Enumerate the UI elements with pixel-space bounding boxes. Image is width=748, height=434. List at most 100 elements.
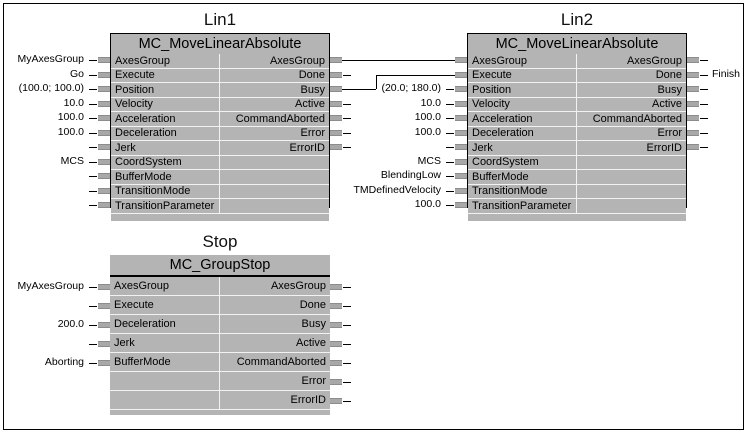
- input-connector-execute[interactable]: [455, 71, 467, 78]
- input-pin-axesgroup[interactable]: AxesGroup: [111, 54, 220, 69]
- input-connector-jerk[interactable]: [455, 144, 467, 150]
- input-pin-axesgroup[interactable]: AxesGroup: [110, 277, 220, 296]
- input-connector-axesgroup[interactable]: [98, 57, 110, 63]
- input-pin-deceleration[interactable]: Deceleration: [468, 126, 577, 141]
- output-pin-active[interactable]: Active: [220, 97, 329, 112]
- input-connector-coordsystem[interactable]: [455, 158, 467, 165]
- input-connector-jerk[interactable]: [98, 341, 110, 347]
- output-pin-done[interactable]: Done: [220, 296, 330, 315]
- output-pin-empty: [220, 184, 329, 199]
- input-connector-buffermode[interactable]: [98, 173, 110, 179]
- input-pin-position[interactable]: Position: [111, 83, 220, 98]
- output-pin-commandaborted[interactable]: CommandAborted: [220, 112, 329, 127]
- input-connector-transitionparameter[interactable]: [455, 202, 467, 208]
- output-connector-errorid[interactable]: [330, 144, 342, 150]
- output-pin-errorid[interactable]: ErrorID: [220, 141, 329, 156]
- input-connector-buffermode[interactable]: [98, 360, 110, 366]
- output-pin-axesgroup[interactable]: AxesGroup: [577, 54, 686, 69]
- output-connector-axesgroup[interactable]: [687, 57, 699, 63]
- input-pin-coordsystem[interactable]: CoordSystem: [468, 155, 577, 170]
- input-pin-jerk[interactable]: Jerk: [111, 141, 220, 156]
- input-pin-velocity[interactable]: Velocity: [468, 97, 577, 112]
- output-connector-axesgroup[interactable]: [330, 57, 342, 63]
- output-pin-active[interactable]: Active: [577, 97, 686, 112]
- input-pin-buffermode[interactable]: BufferMode: [110, 353, 220, 372]
- input-pin-jerk[interactable]: Jerk: [468, 141, 577, 156]
- output-pin-errorid[interactable]: ErrorID: [220, 391, 330, 410]
- output-connector-busy[interactable]: [330, 86, 342, 92]
- output-pin-busy[interactable]: Busy: [220, 315, 330, 334]
- output-connector-error[interactable]: [330, 129, 342, 136]
- output-connector-commandaborted[interactable]: [687, 115, 699, 121]
- output-connector-commandaborted[interactable]: [330, 360, 342, 366]
- output-connector-busy[interactable]: [687, 86, 699, 92]
- input-pin-execute[interactable]: Execute: [111, 68, 220, 83]
- input-pin-deceleration[interactable]: Deceleration: [110, 315, 220, 334]
- output-pin-commandaborted[interactable]: CommandAborted: [220, 353, 330, 372]
- input-pin-execute[interactable]: Execute: [110, 296, 220, 315]
- input-pin-buffermode[interactable]: BufferMode: [468, 170, 577, 185]
- input-connector-transitionparameter[interactable]: [98, 202, 110, 208]
- input-pin-position[interactable]: Position: [468, 83, 577, 98]
- input-pin-buffermode[interactable]: BufferMode: [111, 170, 220, 185]
- input-pin-jerk[interactable]: Jerk: [110, 334, 220, 353]
- output-connector-active[interactable]: [330, 100, 342, 107]
- input-pin-execute[interactable]: Execute: [468, 68, 577, 83]
- output-pin-axesgroup[interactable]: AxesGroup: [220, 277, 330, 296]
- input-pin-transitionmode[interactable]: TransitionMode: [468, 184, 577, 199]
- output-pin-done[interactable]: Done: [220, 68, 329, 83]
- input-connector-position[interactable]: [455, 86, 467, 92]
- output-connector-active[interactable]: [330, 341, 342, 347]
- input-connector-deceleration[interactable]: [98, 322, 110, 328]
- input-connector-deceleration[interactable]: [98, 129, 110, 136]
- input-connector-position[interactable]: [98, 86, 110, 92]
- input-connector-execute[interactable]: [98, 303, 110, 309]
- output-connector-active[interactable]: [687, 100, 699, 107]
- output-connector-errorid[interactable]: [330, 398, 342, 404]
- input-connector-transitionmode[interactable]: [98, 187, 110, 194]
- input-pin-acceleration[interactable]: Acceleration: [111, 112, 220, 127]
- input-pin-velocity[interactable]: Velocity: [111, 97, 220, 112]
- output-pin-busy[interactable]: Busy: [577, 83, 686, 98]
- output-pin-error[interactable]: Error: [220, 126, 329, 141]
- output-pin-active[interactable]: Active: [220, 334, 330, 353]
- input-connector-axesgroup[interactable]: [98, 284, 110, 290]
- input-pin-acceleration[interactable]: Acceleration: [468, 112, 577, 127]
- input-connector-velocity[interactable]: [98, 100, 110, 107]
- input-pin-transitionmode[interactable]: TransitionMode: [111, 184, 220, 199]
- output-connector-commandaborted[interactable]: [330, 115, 342, 121]
- input-connector-buffermode[interactable]: [455, 173, 467, 179]
- input-pin-coordsystem[interactable]: CoordSystem: [111, 155, 220, 170]
- output-connector-done[interactable]: [330, 303, 342, 309]
- input-connector-coordsystem[interactable]: [98, 158, 110, 165]
- output-pin-errorid[interactable]: ErrorID: [577, 141, 686, 156]
- input-connector-acceleration[interactable]: [455, 115, 467, 121]
- output-pin-error[interactable]: Error: [577, 126, 686, 141]
- input-connector-deceleration[interactable]: [455, 129, 467, 136]
- output-connector-errorid[interactable]: [687, 144, 699, 150]
- output-pin-commandaborted[interactable]: CommandAborted: [577, 112, 686, 127]
- output-pin-axesgroup[interactable]: AxesGroup: [220, 54, 329, 69]
- input-pin-deceleration[interactable]: Deceleration: [111, 126, 220, 141]
- input-pin-axesgroup[interactable]: AxesGroup: [468, 54, 577, 69]
- output-pin-done[interactable]: Done: [577, 68, 686, 83]
- input-connector-acceleration[interactable]: [98, 115, 110, 121]
- output-pin-busy[interactable]: Busy: [220, 83, 329, 98]
- output-connector-busy[interactable]: [330, 322, 342, 328]
- input-pin-transitionparameter[interactable]: TransitionParameter: [468, 199, 577, 214]
- output-connector-done[interactable]: [687, 71, 699, 78]
- input-pin-transitionparameter[interactable]: TransitionParameter: [111, 199, 220, 214]
- input-connector-velocity[interactable]: [455, 100, 467, 107]
- input-connector-axesgroup[interactable]: [455, 57, 467, 63]
- input-connector-execute[interactable]: [98, 71, 110, 78]
- output-pin-error[interactable]: Error: [220, 372, 330, 391]
- input-connector-transitionmode[interactable]: [455, 187, 467, 194]
- input-connector-jerk[interactable]: [98, 144, 110, 150]
- output-connector-error[interactable]: [330, 379, 342, 385]
- output-connector-error[interactable]: [687, 129, 699, 136]
- output-connector-done[interactable]: [330, 71, 342, 78]
- output-connector-axesgroup[interactable]: [330, 284, 342, 290]
